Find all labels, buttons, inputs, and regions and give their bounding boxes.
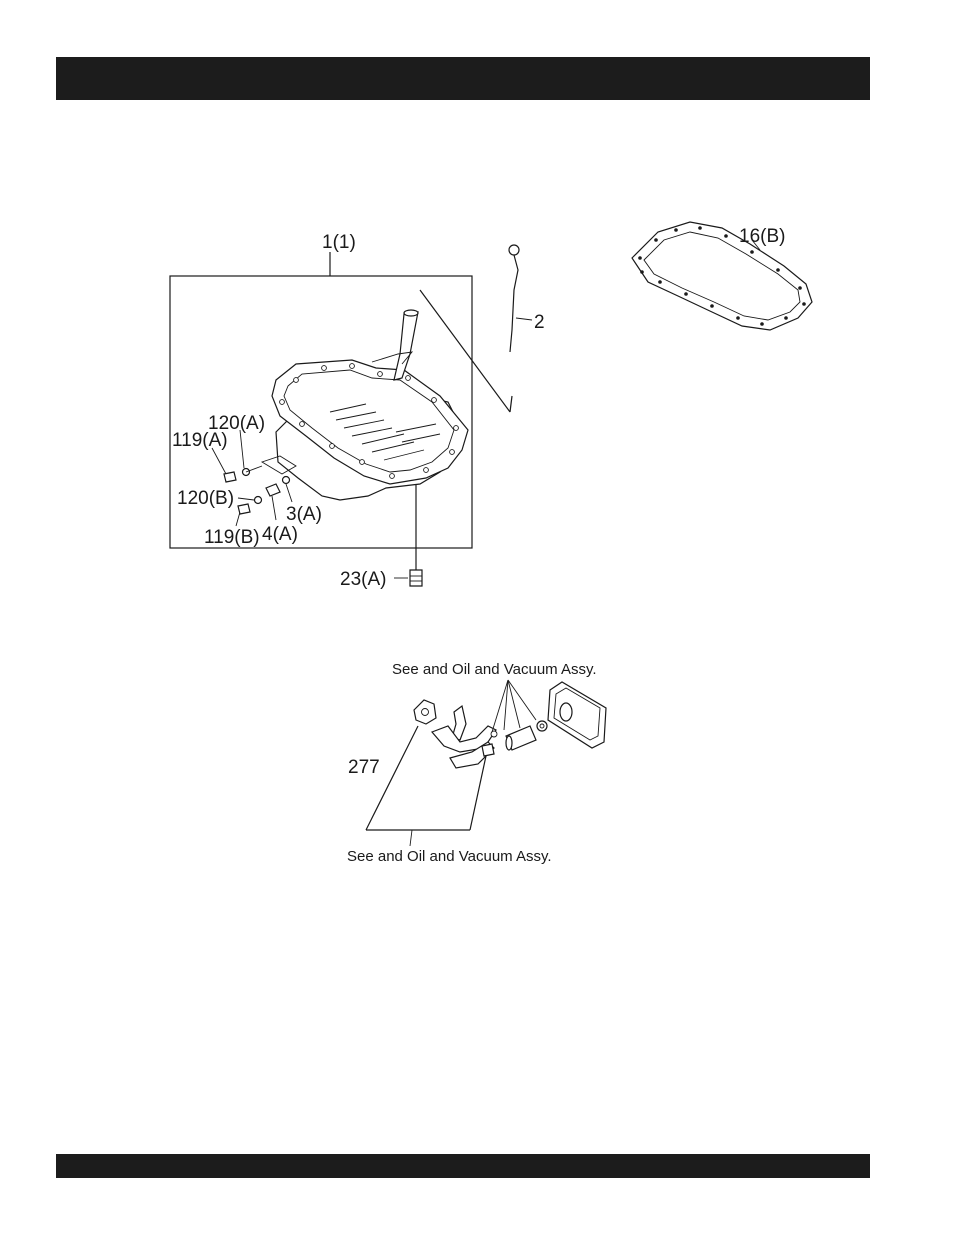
- note-bottom: See and Oil and Vacuum Assy.: [347, 848, 552, 865]
- strainer-neck: [560, 703, 572, 721]
- leader-4a: [272, 496, 276, 520]
- dipstick-rod: [510, 255, 518, 352]
- leader-119b: [236, 512, 240, 526]
- washer-120b: [255, 497, 262, 504]
- leader-277-right: [470, 756, 486, 830]
- plug-119b: [238, 504, 250, 514]
- footer-bar: [56, 1154, 870, 1178]
- note-top: See and Oil and Vacuum Assy.: [392, 661, 597, 678]
- pipe-joint: [482, 744, 494, 756]
- dipstick: [509, 245, 532, 352]
- label-2: 2: [534, 312, 545, 333]
- fitting-4a: [266, 484, 280, 496]
- label-119a: 119(A): [172, 430, 228, 451]
- label-4a: 4(A): [262, 524, 298, 545]
- bolt-23a: [410, 570, 422, 586]
- label-120b: 120(B): [177, 488, 234, 509]
- leader-120a: [240, 430, 244, 468]
- leader-3a: [286, 484, 292, 502]
- label-119b: 119(B): [204, 527, 260, 548]
- dipstick-guide-tube: [394, 312, 418, 380]
- label-3a: 3(A): [286, 504, 322, 525]
- label-277: 277: [348, 757, 380, 778]
- leader-120b: [238, 498, 254, 500]
- leader-119a: [212, 448, 226, 474]
- fitting-3a: [283, 477, 290, 484]
- strainer-housing: [548, 682, 606, 748]
- dipstick-handle: [509, 245, 519, 255]
- leader-dipstick: [516, 318, 532, 320]
- leader-bottom-note: [410, 830, 412, 846]
- oil-vacuum-pipe-assembly: [366, 680, 606, 846]
- leader-277-left: [366, 726, 418, 830]
- label-1: 1(1): [322, 232, 356, 253]
- plug-119a: [224, 472, 236, 482]
- leader-2-b: [510, 396, 512, 412]
- guide-tube-top: [404, 310, 418, 316]
- note-top-leaders: [492, 680, 536, 732]
- pan-bolt: [394, 484, 422, 586]
- label-23a: 23(A): [340, 569, 386, 590]
- label-16b: 16(B): [739, 226, 785, 247]
